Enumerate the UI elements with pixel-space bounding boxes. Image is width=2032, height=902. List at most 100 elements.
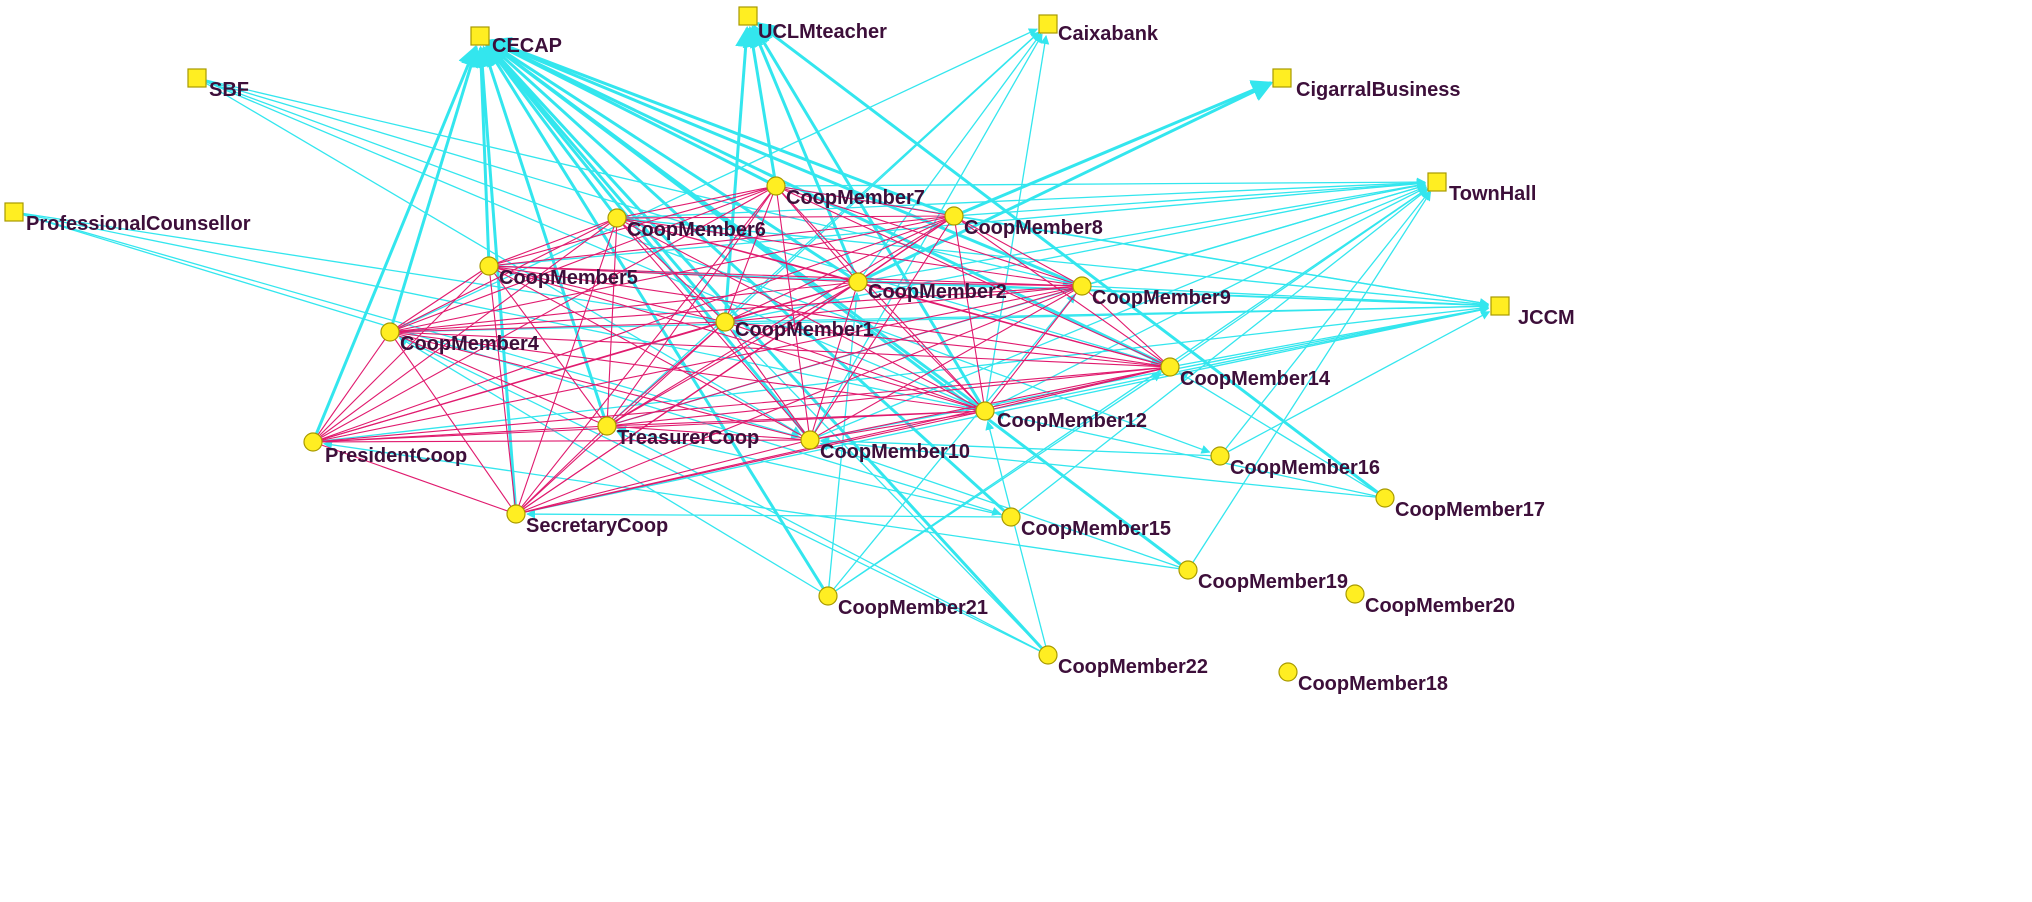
node-square-marker xyxy=(1038,14,1058,34)
member-edge-coopmember8-coopmember12 xyxy=(953,215,986,412)
node-label: CoopMember7 xyxy=(786,187,925,209)
node-coopmember15[interactable]: CoopMember15 xyxy=(1001,507,1171,540)
node-coopmember20[interactable]: CoopMember20 xyxy=(1345,584,1515,617)
member-edge-coopmember12-treasurercoop xyxy=(606,410,986,427)
node-square-marker xyxy=(1490,296,1510,316)
member-edge-coopmember7-coopmember4 xyxy=(389,185,777,333)
member-edge-coopmember4-coopmember1 xyxy=(389,321,726,333)
member-edge-coopmember9-treasurercoop xyxy=(606,285,1083,427)
edge-coopmember16-to-coopmember10 xyxy=(820,436,1221,457)
node-circle-marker xyxy=(1210,446,1230,466)
member-edge-coopmember6-coopmember5 xyxy=(488,217,618,267)
node-circle-marker xyxy=(1278,662,1298,682)
edge-coopmember16-to-townhall xyxy=(1219,190,1431,457)
member-edge-coopmember8-coopmember5 xyxy=(488,215,955,267)
member-edge-coopmember6-secretarycoop xyxy=(515,217,618,515)
node-coopmember12[interactable]: CoopMember12 xyxy=(975,401,1147,432)
edge-coopmember15-to-townhall xyxy=(1010,188,1429,518)
member-edge-treasurercoop-coopmember10 xyxy=(606,425,811,441)
node-circle-marker xyxy=(506,504,526,524)
member-edge-coopmember8-coopmember9 xyxy=(953,215,1083,287)
node-secretarycoop[interactable]: SecretaryCoop xyxy=(506,504,668,537)
member-edge-coopmember12-coopmember10 xyxy=(809,410,986,441)
node-label: CoopMember2 xyxy=(868,281,1007,303)
node-label: CigarralBusiness xyxy=(1296,79,1461,101)
edge-professionalcounsellor-to-coopmember15 xyxy=(13,211,1002,516)
node-coopmember8[interactable]: CoopMember8 xyxy=(944,206,1103,239)
node-circle-marker xyxy=(1375,488,1395,508)
node-presidentcoop[interactable]: PresidentCoop xyxy=(303,432,467,467)
member-edge-coopmember9-presidentcoop xyxy=(312,285,1083,443)
edge-coopmember16-to-jccm xyxy=(1219,311,1491,457)
node-professionalcounsellor[interactable]: ProfessionalCounsellor xyxy=(4,202,251,235)
edge-coopmember8-to-jccm xyxy=(953,215,1490,308)
edge-coopmember22-to-coopmember12 xyxy=(985,420,1049,656)
node-circle-marker xyxy=(848,272,868,292)
node-coopmember22[interactable]: CoopMember22 xyxy=(1038,645,1208,678)
node-circle-marker xyxy=(1345,584,1365,604)
node-coopmember10[interactable]: CoopMember10 xyxy=(800,430,970,463)
edge-treasurercoop-to-cecap xyxy=(479,45,609,427)
node-coopmember18[interactable]: CoopMember18 xyxy=(1278,662,1448,695)
node-square-marker xyxy=(470,26,490,46)
edge-coopmember15-to-secretarycoop xyxy=(526,509,1012,519)
node-townhall[interactable]: TownHall xyxy=(1427,172,1536,205)
member-edge-coopmember4-presidentcoop xyxy=(312,331,391,443)
edge-professionalcounsellor-to-coopmember1 xyxy=(13,211,716,324)
node-coopmember1[interactable]: CoopMember1 xyxy=(715,312,874,341)
node-coopmember21[interactable]: CoopMember21 xyxy=(818,586,988,619)
node-sbf[interactable]: SBF xyxy=(187,68,249,101)
node-label: CoopMember8 xyxy=(964,217,1103,239)
node-uclmteacher[interactable]: UCLMteacher xyxy=(738,6,887,43)
node-coopmember14[interactable]: CoopMember14 xyxy=(1160,357,1331,390)
edge-coopmember2-to-jccm xyxy=(857,281,1489,310)
edge-professionalcounsellor-to-coopmember10 xyxy=(13,211,801,440)
member-edge-coopmember6-coopmember10 xyxy=(616,217,811,441)
member-edge-coopmember1-coopmember12 xyxy=(724,321,986,412)
node-coopmember17[interactable]: CoopMember17 xyxy=(1375,488,1545,521)
edge-coopmember6-to-townhall xyxy=(616,178,1426,219)
node-label: CoopMember10 xyxy=(820,441,970,463)
node-coopmember6[interactable]: CoopMember6 xyxy=(607,208,766,241)
node-coopmember16[interactable]: CoopMember16 xyxy=(1210,446,1380,479)
node-circle-marker xyxy=(597,416,617,436)
node-coopmember2[interactable]: CoopMember2 xyxy=(848,272,1007,303)
node-label: CoopMember5 xyxy=(499,267,638,289)
node-coopmember4[interactable]: CoopMember4 xyxy=(380,322,540,355)
node-square-marker xyxy=(187,68,207,88)
node-label: Caixabank xyxy=(1058,23,1159,45)
node-cigarralbusiness[interactable]: CigarralBusiness xyxy=(1272,68,1461,101)
edge-coopmember10-to-jccm xyxy=(809,305,1490,441)
edge-coopmember17-to-coopmember14 xyxy=(1178,372,1386,499)
node-square-marker xyxy=(1427,172,1447,192)
member-edge-coopmember4-coopmember14 xyxy=(389,331,1171,368)
node-label: CoopMember12 xyxy=(997,410,1147,432)
node-treasurercoop[interactable]: TreasurerCoop xyxy=(597,416,759,449)
member-edge-coopmember6-coopmember9 xyxy=(616,217,1083,287)
node-circle-marker xyxy=(1038,645,1058,665)
node-coopmember9[interactable]: CoopMember9 xyxy=(1072,276,1231,309)
edge-sbf-to-coopmember10 xyxy=(196,77,802,435)
node-circle-marker xyxy=(1001,507,1021,527)
edge-coopmember2-to-cecap xyxy=(488,41,859,284)
node-coopmember5[interactable]: CoopMember5 xyxy=(479,256,638,289)
node-cecap[interactable]: CECAP xyxy=(470,26,562,57)
node-caixabank[interactable]: Caixabank xyxy=(1038,14,1159,45)
edge-coopmember8-to-cigarralbusiness xyxy=(953,80,1273,218)
node-coopmember7[interactable]: CoopMember7 xyxy=(766,176,925,209)
node-label: PresidentCoop xyxy=(325,445,467,467)
edge-coopmember8-to-cecap xyxy=(489,37,955,218)
node-circle-marker xyxy=(1160,357,1180,377)
edge-coopmember21-to-townhall xyxy=(827,188,1428,597)
edge-coopmember19-to-cecap xyxy=(487,41,1189,572)
node-coopmember19[interactable]: CoopMember19 xyxy=(1178,560,1348,593)
member-edge-coopmember1-coopmember14 xyxy=(724,321,1171,368)
edge-coopmember6-to-jccm xyxy=(616,217,1489,309)
node-jccm[interactable]: JCCM xyxy=(1490,296,1575,329)
edge-coopmember10-to-caixabank xyxy=(809,33,1043,441)
member-edge-coopmember6-coopmember4 xyxy=(389,217,618,333)
node-label: TownHall xyxy=(1449,183,1536,205)
member-edge-coopmember7-treasurercoop xyxy=(606,185,777,427)
node-label: SecretaryCoop xyxy=(526,515,668,537)
member-edge-coopmember2-coopmember12 xyxy=(857,281,986,412)
